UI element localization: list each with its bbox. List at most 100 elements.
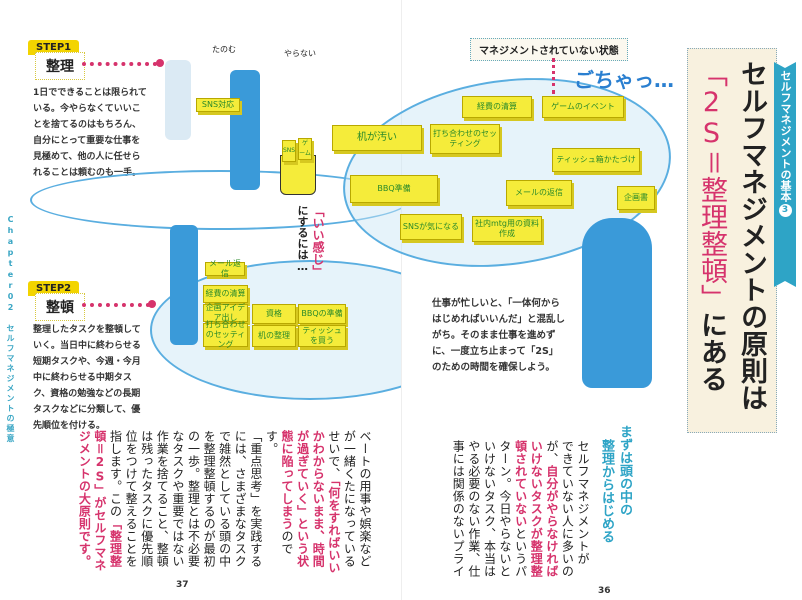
body-column: なタスクや重要ではない xyxy=(169,430,185,575)
body-column: には、さまざまなタスク xyxy=(232,430,248,575)
highlighted-text: いけないタスクが整理整 xyxy=(529,440,544,578)
body-column: が過ぎていく」という状 xyxy=(294,430,310,575)
body-column: 作業を捨てること、整頓 xyxy=(154,430,170,575)
body-text: 事には関係のないプライ xyxy=(451,440,466,578)
illustration-caption: 仕事が忙しいと、「一体何からはじめればいいんだ」と混乱しがち。そのまま仕事を進め… xyxy=(432,298,566,373)
sorted-box: メール返信 xyxy=(205,259,245,278)
messy-box: ティッシュ箱かたづけ xyxy=(552,148,640,172)
body-text: が一緒くたになっている xyxy=(342,430,357,568)
page-number-right: 36 xyxy=(598,586,611,596)
messy-box: 経費の清算 xyxy=(462,96,532,118)
body-text: セルフマネジメントが xyxy=(576,440,590,565)
body-column: 頓＝2S」がセルフマネ xyxy=(91,430,107,575)
sorted-box: 机の整理 xyxy=(252,325,296,347)
sorted-box: BBQの準備 xyxy=(298,304,346,324)
body-text: のです。 xyxy=(264,430,295,555)
left-page: Chapter02 セルフマネジメントの極意 STEP1 整理 1日でできること… xyxy=(6,40,470,590)
step2-tag: STEP2 xyxy=(28,281,80,296)
sorted-box: 資格 xyxy=(252,304,296,324)
step2-connector xyxy=(82,303,150,307)
messy-box: 打ち合わせのセッティング xyxy=(430,124,500,154)
body-text: 「重点思考」を実践する xyxy=(248,430,263,568)
messy-box: 社内mtg用の資料作成 xyxy=(472,216,542,242)
body-column: いけないタスク、本当は xyxy=(481,440,497,585)
body-text: の一歩。整理とは不必要 xyxy=(186,430,201,568)
highlighted-text: 「整理整 xyxy=(108,517,123,568)
unmanaged-state-label: マネジメントされていない状態 xyxy=(470,38,628,61)
step1-tag: STEP1 xyxy=(28,40,80,55)
messy-box: ゲームのイベント xyxy=(542,96,624,118)
body-text: ターン。今日やらないと xyxy=(498,440,513,578)
unmanaged-connector xyxy=(552,58,555,94)
sorted-box: 打ち合わせのセッティング xyxy=(203,320,248,349)
bucket-item: ゲーム xyxy=(298,138,312,160)
body-text: ベートの用事や娯楽など xyxy=(358,430,372,568)
body-column: を整理整頓するのが最初 xyxy=(200,430,216,575)
left-body-text: ベートの用事や娯楽などが一緒くたになっているせいで、「何をすればいいかわからない… xyxy=(77,430,372,575)
body-column: ジメントの大原則です。 xyxy=(76,430,92,575)
body-column: 事には関係のないプライ xyxy=(450,440,466,585)
right-body-text: セルフマネジメントができていない人に多いのが、自分がやらなければいけないタスクが… xyxy=(440,440,590,585)
arrow-label-em: 「いい感じ」 xyxy=(311,205,325,277)
highlighted-text: ジメントの大原則です。 xyxy=(77,430,92,568)
confused-man-figure xyxy=(582,218,652,388)
speech-tanomu: たのむ xyxy=(212,45,236,54)
page-title-line2: 「2S＝整理整頓」にある xyxy=(694,60,728,430)
sorted-box: 経費の清算 xyxy=(203,285,248,303)
highlighted-text: が過ぎていく」という状 xyxy=(295,430,310,568)
body-text: いけないタスク、本当は xyxy=(482,440,497,578)
body-text: には、さまざまなタスク xyxy=(233,430,248,568)
highlighted-text: 「何をすればいい xyxy=(326,480,341,574)
body-text: を整理整頓するのが最初 xyxy=(202,430,217,568)
highlighted-text: 頓されていない xyxy=(513,440,528,528)
section-heading-line: 整理からはじめる xyxy=(599,439,614,543)
body-column: 頓されていないというパ xyxy=(512,440,528,585)
body-column: いけないタスクが整理整 xyxy=(528,440,544,585)
messy-box: BBQ準備 xyxy=(350,175,438,203)
highlighted-text: かわからないまま、時間 xyxy=(311,430,326,568)
body-text: できていない人に多いの xyxy=(560,440,575,578)
body-text: 位をつけて整えることを xyxy=(124,430,139,568)
series-ribbon: セルフマネジメントの基本 3 xyxy=(774,62,796,287)
section-heading: まずは頭の中の 整理からはじめる xyxy=(597,425,633,575)
body-text: せいで、 xyxy=(326,430,341,480)
step1-connector xyxy=(82,62,157,66)
body-text: が、 xyxy=(544,440,559,465)
body-column: 位をつけて整えることを xyxy=(123,430,139,575)
speech-yaranai: やらない xyxy=(284,49,316,58)
step2-description: 整理したタスクを整頓していく。当日中に終わらせる短期タスクや、今週・今月中に終わ… xyxy=(33,325,141,431)
body-text: なタスクや重要ではない xyxy=(170,430,185,568)
body-column: できていない人に多いの xyxy=(559,440,575,585)
highlighted-text: 自分がやらなければ xyxy=(544,465,559,578)
body-column: 指します。この「整理整 xyxy=(107,430,123,575)
body-text: 作業を捨てること、整頓 xyxy=(155,430,170,568)
man-stacking-figure xyxy=(170,225,198,345)
body-column: の一歩。整理とは不必要 xyxy=(185,430,201,575)
body-column: ベートの用事や娯楽など xyxy=(356,430,372,575)
chapter-side-label: Chapter02 セルフマネジメントの極意 xyxy=(6,215,15,444)
step1-title: 整理 xyxy=(35,52,85,80)
woman-figure xyxy=(165,60,191,140)
bucket-item: SNS xyxy=(282,140,296,162)
highlighted-text: 頓＝2S」がセルフマネ xyxy=(92,430,107,572)
title-highlight: 「2S＝整理整頓」 xyxy=(696,60,727,311)
messy-box: 企画書 xyxy=(617,186,655,210)
sorted-box: 企画アイデア出し xyxy=(203,303,248,322)
body-column: 「重点思考」を実践する xyxy=(247,430,263,575)
body-column: は残ったタスクに優先順 xyxy=(138,430,154,575)
body-column: かわからないまま、時間 xyxy=(310,430,326,575)
series-number-badge: 3 xyxy=(779,204,792,217)
sorted-box: ティッシュを買う xyxy=(298,325,346,347)
arrow-label-rest: にするには… xyxy=(296,205,309,273)
handed-task-box: SNS対応 xyxy=(196,98,240,112)
step1-description: 1日でできることは限られている。今やらなくていいことを捨てるのはもちろん、自分に… xyxy=(33,88,147,178)
title-end: にある xyxy=(696,311,727,392)
body-column: 態に陥ってしまうのです。 xyxy=(263,430,294,575)
step2-title: 整頓 xyxy=(35,293,85,321)
body-column: が一緒くたになっている xyxy=(341,430,357,575)
page-title: セルフマネジメントの原則は xyxy=(736,60,767,411)
body-text: 指します。この xyxy=(108,430,123,518)
sound-effect: ごちゃっ… xyxy=(574,68,674,92)
messy-box: メールの返信 xyxy=(506,180,572,206)
page-number-left: 37 xyxy=(176,580,189,590)
